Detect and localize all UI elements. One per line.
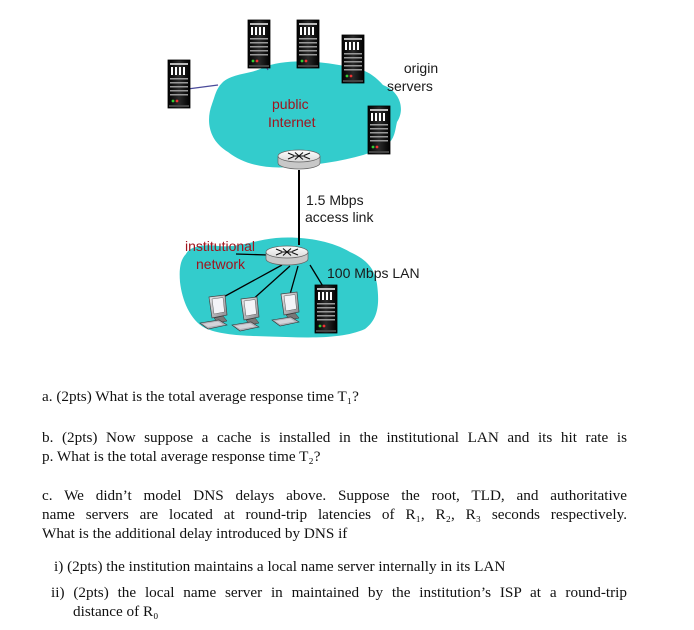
institutional-network-label: institutional <box>185 238 256 254</box>
access-link-label: 1.5 Mbps <box>306 192 364 208</box>
question-b: b. (2pts) Now suppose a cache is install… <box>42 429 627 465</box>
question-c-item-i: i) (2pts) the institution maintains a lo… <box>54 558 506 575</box>
local-server-icon <box>314 284 338 334</box>
network-figure: origin servers public Internet 1.5 Mbps … <box>167 19 439 338</box>
origin-server-icon <box>296 19 320 69</box>
institutional-network-label-line2: network <box>196 256 246 272</box>
access-link-label-line2: access link <box>305 209 374 225</box>
question-c-item-ii: ii) (2pts) the local name server in main… <box>51 584 627 620</box>
origin-servers-label: origin <box>403 60 439 76</box>
public-internet-label-line2: Internet <box>268 114 316 130</box>
origin-server-icon <box>167 59 191 109</box>
public-internet-cloud <box>209 61 401 168</box>
origin-server-icon <box>341 34 365 84</box>
origin-server-icon <box>247 19 271 69</box>
institutional-router-icon <box>265 245 309 266</box>
origin-servers-label-line2: servers <box>387 78 433 94</box>
question-c: c. We didn’t model DNS delays above. Sup… <box>42 487 627 542</box>
lan-label: 100 Mbps LAN <box>327 265 420 281</box>
origin-server-icon <box>367 105 391 155</box>
internet-router-icon <box>277 149 321 170</box>
question-a: a. (2pts) What is the total average resp… <box>42 388 359 405</box>
public-internet-label: public <box>272 96 309 112</box>
